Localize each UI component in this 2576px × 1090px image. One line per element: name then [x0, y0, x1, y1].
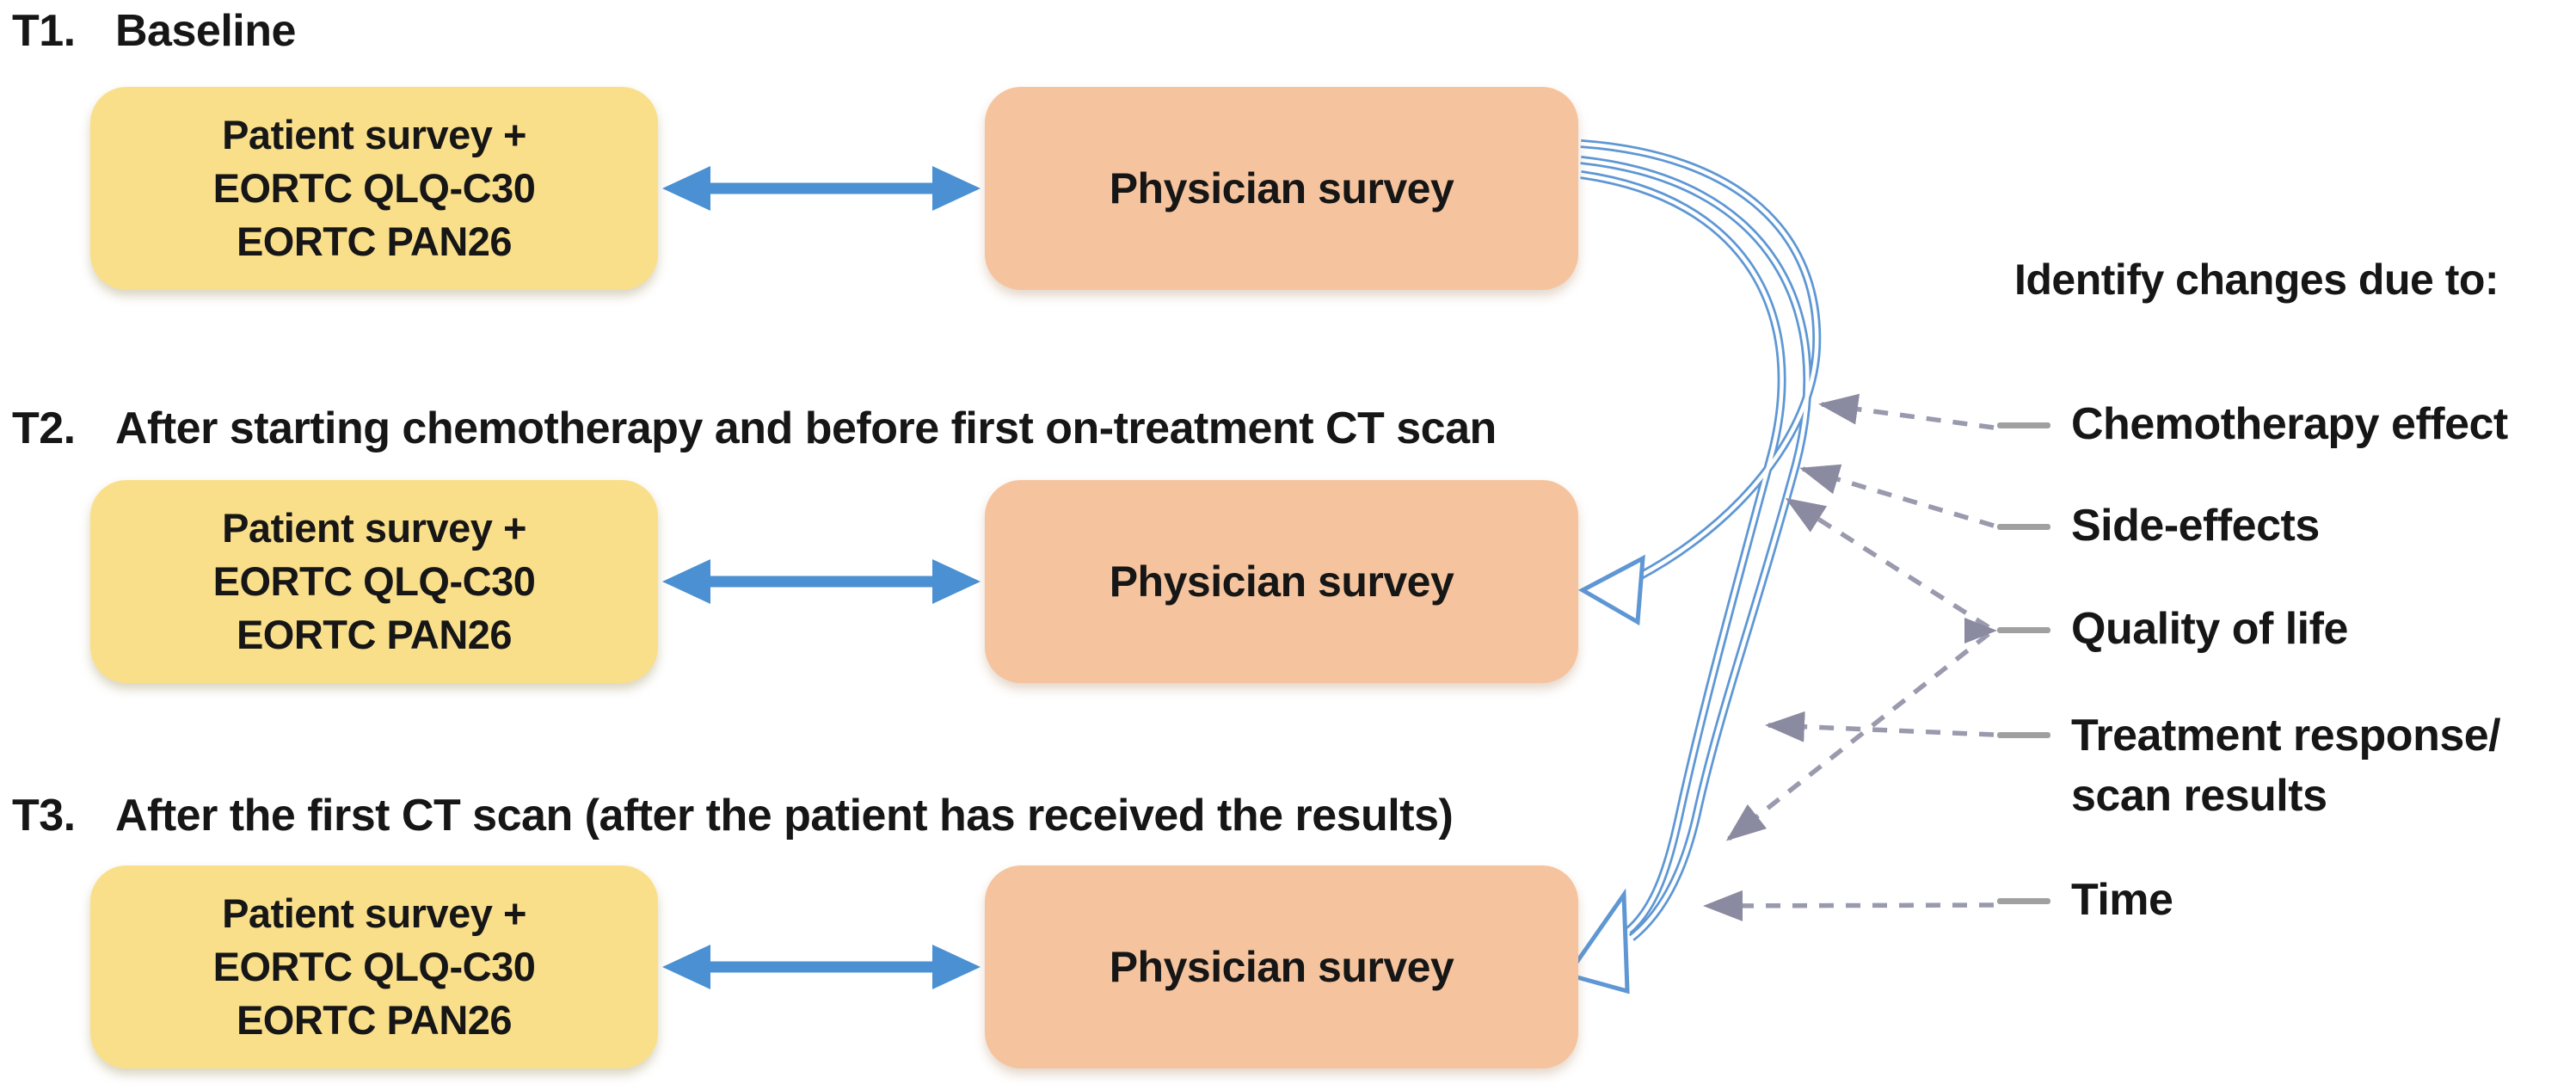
- physician-survey-box-t1: Physician survey: [985, 87, 1578, 290]
- legend-item-time: Time: [2071, 870, 2173, 930]
- quality-of-life-arrowhead: [1964, 618, 1997, 644]
- legend-item-treatment-response: Treatment response/ scan results: [2071, 705, 2501, 826]
- timepoint-label-t2: T2.: [12, 403, 76, 453]
- patient-box-line: EORTC PAN26: [236, 997, 513, 1043]
- physician-box-label: Physician survey: [1109, 557, 1454, 606]
- legend-item-chemotherapy-effect: Chemotherapy effect: [2071, 394, 2508, 454]
- patient-box-line: EORTC QLQ-C30: [212, 558, 536, 604]
- physician-survey-box-t3: Physician survey: [985, 865, 1578, 1068]
- dashed-arrow-quality-lower: [1725, 631, 1990, 841]
- legend-item-side-effects: Side-effects: [2071, 496, 2320, 556]
- dashed-arrow-treatment-response: [1765, 711, 1995, 742]
- patient-survey-box-t2: Patient survey + EORTC QLQ-C30 EORTC PAN…: [90, 480, 658, 683]
- legend-item-label: Time: [2071, 875, 2173, 925]
- legend-item-label: scan results: [2071, 771, 2327, 821]
- patient-box-line: EORTC PAN26: [236, 219, 513, 264]
- physician-survey-box-t2: Physician survey: [985, 480, 1578, 683]
- timepoint-label-t1: T1.: [12, 6, 76, 56]
- dashed-arrow-chemotherapy: [1818, 393, 1995, 430]
- row-heading-t2: T2. After starting chemotherapy and befo…: [12, 403, 1497, 454]
- patient-physician-arrow-t2: [662, 559, 981, 604]
- curved-arrow-t1-t3-outer: [1580, 156, 1812, 941]
- legend-dash: [1997, 422, 2050, 428]
- patient-box-line: EORTC QLQ-C30: [212, 165, 536, 211]
- patient-physician-arrow-t3: [662, 945, 981, 989]
- legend-heading: Identify changes due to:: [2014, 256, 2499, 304]
- timepoint-title-t3: After the first CT scan (after the patie…: [115, 791, 1454, 841]
- open-arrowhead-t2: [1577, 554, 1645, 626]
- legend-dash: [1997, 898, 2050, 904]
- row-heading-t1: T1. Baseline: [12, 5, 296, 57]
- legend-dash: [1997, 627, 2050, 633]
- curved-arrow-t1-t2: [1580, 139, 1822, 582]
- patient-box-line: Patient survey +: [222, 890, 526, 936]
- curved-arrows: [1564, 139, 1822, 995]
- legend-dash: [1997, 732, 2050, 738]
- legend-item-label: Treatment response/: [2071, 711, 2501, 761]
- legend-dash: [1997, 524, 2050, 530]
- legend-item-quality-of-life: Quality of life: [2071, 599, 2348, 659]
- patient-box-line: Patient survey +: [222, 505, 526, 551]
- curved-arrow-t1-t3-inner: [1580, 170, 1786, 934]
- legend-item-label: Chemotherapy effect: [2071, 399, 2508, 449]
- patient-box-line: EORTC PAN26: [236, 612, 513, 657]
- dashed-arrow-side-effects: [1799, 464, 1995, 528]
- timepoint-title-t1: Baseline: [115, 6, 296, 56]
- patient-physician-arrow-t1: [662, 166, 981, 211]
- patient-survey-box-t3: Patient survey + EORTC QLQ-C30 EORTC PAN…: [90, 865, 658, 1068]
- physician-box-label: Physician survey: [1109, 164, 1454, 212]
- timepoint-label-t3: T3.: [12, 791, 76, 841]
- patient-box-line: Patient survey +: [222, 112, 526, 157]
- dashed-connectors: [1703, 393, 1997, 921]
- dashed-arrow-time: [1703, 890, 1995, 921]
- dashed-arrow-quality-upper: [1785, 497, 1990, 630]
- legend-item-label: Side-effects: [2071, 501, 2320, 551]
- patient-box-line: EORTC QLQ-C30: [212, 944, 536, 989]
- legend-item-label: Quality of life: [2071, 604, 2348, 654]
- physician-box-label: Physician survey: [1109, 943, 1454, 991]
- patient-survey-box-t1: Patient survey + EORTC QLQ-C30 EORTC PAN…: [90, 87, 658, 290]
- row-heading-t3: T3. After the first CT scan (after the p…: [12, 790, 1454, 841]
- timepoint-title-t2: After starting chemotherapy and before f…: [115, 403, 1497, 453]
